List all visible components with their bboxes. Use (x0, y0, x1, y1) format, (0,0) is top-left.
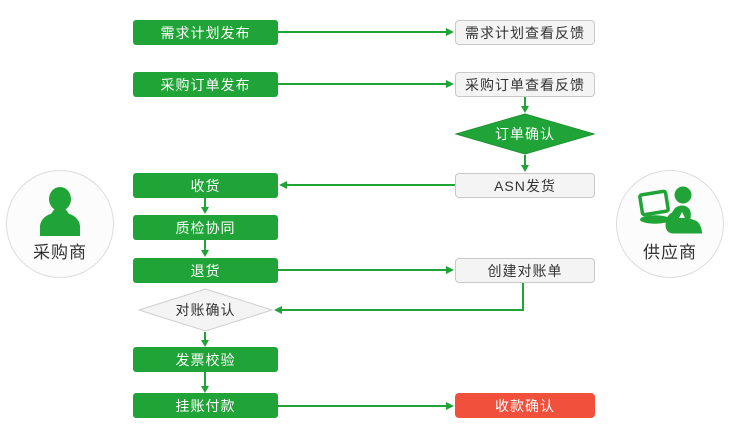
node-label: 退货 (190, 262, 221, 279)
node-label: ASN发货 (494, 177, 556, 194)
node-label: 质检协同 (175, 219, 236, 236)
edge-order-confirm-to-asn (521, 155, 529, 172)
supplier-label: 供应商 (643, 243, 697, 262)
node-statement-confirm-diamond: 对账确认 (138, 288, 273, 332)
edge-return-to-statement (278, 266, 454, 274)
node-quality-collab: 质检协同 (133, 215, 278, 240)
node-po-feedback: 采购订单查看反馈 (455, 72, 595, 97)
node-receipt-confirm: 收款确认 (455, 393, 595, 418)
buyer-actor: 采购商 (6, 170, 114, 278)
node-label: 收款确认 (495, 397, 555, 414)
edge-receive-to-quality (201, 198, 209, 214)
node-label: 发票校验 (175, 351, 236, 368)
supplier-actor: 供应商 (616, 170, 724, 278)
node-label: 挂账付款 (175, 397, 236, 414)
edge-payment-to-receipt (278, 402, 454, 410)
node-label: 需求计划查看反馈 (465, 24, 585, 41)
node-po-publish: 采购订单发布 (133, 72, 278, 97)
node-receive-goods: 收货 (133, 173, 278, 198)
buyer-label: 采购商 (33, 243, 87, 262)
edge-confirm-to-invoice (201, 332, 209, 347)
node-invoice-verify: 发票校验 (133, 347, 278, 372)
node-create-statement: 创建对账单 (455, 258, 595, 283)
edge-purchase-order (278, 80, 454, 88)
node-label: 采购订单发布 (160, 76, 251, 93)
node-label: 创建对账单 (487, 262, 563, 279)
node-label: 订单确认 (495, 126, 555, 142)
node-return-goods: 退货 (133, 258, 278, 283)
node-asn-ship: ASN发货 (455, 173, 595, 198)
node-demand-plan-publish: 需求计划发布 (133, 20, 278, 45)
node-label: 收货 (190, 177, 221, 194)
diamond-shape (138, 288, 273, 332)
node-book-payment: 挂账付款 (133, 393, 278, 418)
buyer-person-icon (36, 186, 84, 236)
edge-quality-to-return (201, 240, 209, 257)
supplier-laptop-person-icon (638, 186, 702, 236)
node-label: 需求计划发布 (160, 24, 251, 41)
node-demand-plan-feedback: 需求计划查看反馈 (455, 20, 595, 45)
node-label: 采购订单查看反馈 (465, 76, 585, 93)
diamond-shape (455, 113, 595, 155)
edge-invoice-to-payment (201, 372, 209, 393)
node-label: 对账确认 (175, 302, 236, 318)
edge-asn-to-receive (279, 181, 455, 189)
edge-demand-plan (278, 28, 454, 36)
edge-statement-to-confirm (274, 283, 524, 314)
node-order-confirm-diamond: 订单确认 (455, 113, 595, 155)
edge-po-feedback-to-order-confirm (521, 97, 529, 113)
